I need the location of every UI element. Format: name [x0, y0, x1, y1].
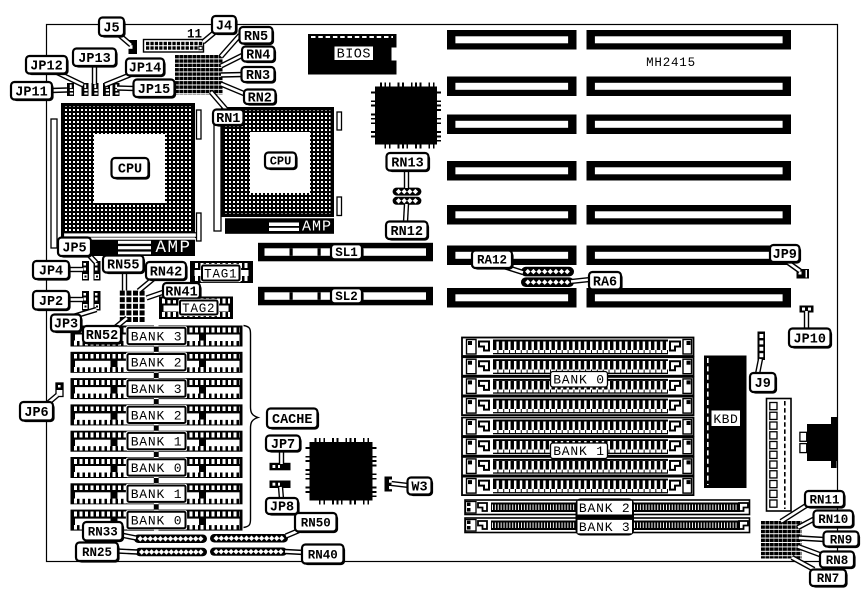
svg-text:JP13: JP13 [78, 52, 110, 67]
svg-text:BANK 1: BANK 1 [131, 435, 183, 450]
svg-text:RN40: RN40 [308, 548, 338, 562]
svg-text:RN42: RN42 [150, 265, 182, 280]
svg-text:JP12: JP12 [30, 59, 62, 74]
svg-text:RN3: RN3 [246, 69, 270, 84]
svg-text:AMP: AMP [302, 219, 332, 236]
svg-text:JP8: JP8 [270, 501, 294, 516]
svg-text:JP14: JP14 [129, 62, 161, 77]
svg-text:TAG2: TAG2 [182, 302, 215, 316]
svg-text:BANK 0: BANK 0 [131, 461, 183, 476]
svg-text:MH2415: MH2415 [646, 56, 696, 70]
svg-text:RN8: RN8 [826, 554, 849, 568]
svg-text:JP4: JP4 [39, 265, 63, 280]
svg-text:RN55: RN55 [107, 259, 139, 274]
svg-text:JP15: JP15 [138, 83, 170, 98]
svg-text:J5: J5 [103, 21, 119, 36]
svg-text:BANK 0: BANK 0 [553, 373, 605, 388]
svg-text:RN2: RN2 [248, 91, 272, 106]
svg-text:RA12: RA12 [477, 254, 507, 268]
svg-text:CPU: CPU [118, 163, 142, 178]
svg-text:CPU: CPU [270, 155, 292, 169]
svg-text:RN52: RN52 [86, 329, 118, 344]
svg-text:JP2: JP2 [39, 295, 63, 310]
svg-text:JP3: JP3 [54, 318, 78, 333]
svg-text:J9: J9 [755, 377, 771, 392]
svg-text:JP9: JP9 [773, 248, 797, 263]
svg-text:RN33: RN33 [88, 526, 118, 540]
svg-text:BANK 2: BANK 2 [131, 356, 183, 371]
svg-text:TAG1: TAG1 [204, 267, 237, 281]
svg-text:JP10: JP10 [794, 332, 826, 347]
svg-text:RN7: RN7 [817, 572, 840, 586]
svg-text:JP11: JP11 [15, 85, 47, 100]
svg-text:RN50: RN50 [301, 517, 331, 531]
svg-text:BANK 3: BANK 3 [131, 329, 183, 344]
svg-text:BANK 2: BANK 2 [131, 408, 183, 423]
svg-text:RA6: RA6 [593, 275, 617, 290]
svg-text:KBD: KBD [713, 412, 738, 427]
svg-text:BANK 1: BANK 1 [131, 487, 183, 502]
svg-text:SL2: SL2 [335, 290, 358, 304]
svg-text:BANK 0: BANK 0 [131, 513, 183, 528]
svg-text:RN9: RN9 [830, 533, 853, 547]
svg-text:W3: W3 [411, 481, 427, 496]
svg-text:RN10: RN10 [818, 513, 848, 527]
svg-text:JP7: JP7 [271, 438, 295, 453]
svg-text:RN11: RN11 [809, 493, 839, 507]
svg-text:RN12: RN12 [391, 225, 423, 240]
svg-text:JP6: JP6 [24, 406, 48, 421]
svg-text:J4: J4 [216, 19, 232, 34]
svg-text:AMP: AMP [155, 238, 191, 258]
svg-text:RN4: RN4 [246, 49, 270, 64]
svg-text:RN25: RN25 [82, 546, 112, 560]
svg-text:RN13: RN13 [391, 156, 423, 171]
svg-text:BIOS: BIOS [337, 48, 371, 63]
svg-text:RN41: RN41 [165, 285, 197, 300]
svg-text:BANK 3: BANK 3 [579, 520, 631, 535]
svg-text:JP5: JP5 [62, 241, 86, 256]
svg-text:CACHE: CACHE [272, 413, 313, 428]
svg-text:SL1: SL1 [335, 246, 358, 260]
svg-text:BANK 1: BANK 1 [553, 444, 605, 459]
svg-text:RN5: RN5 [244, 30, 268, 45]
svg-text:BANK 2: BANK 2 [579, 501, 631, 516]
svg-text:11: 11 [187, 28, 202, 42]
svg-text:RN1: RN1 [216, 112, 240, 127]
svg-text:BANK 3: BANK 3 [131, 382, 183, 397]
